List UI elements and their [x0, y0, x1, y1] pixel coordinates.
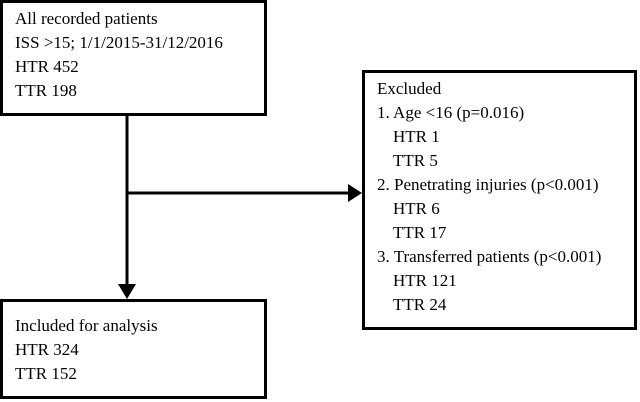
excluded-group-label: 1. Age <16 (p=0.016)	[377, 103, 525, 122]
included-line-title: Included for analysis	[15, 316, 158, 335]
excluded-box: Excluded 1. Age <16 (p=0.016) HTR 1 TTR …	[362, 70, 637, 330]
excluded-group-label: 2. Penetrating injuries (p<0.001)	[377, 175, 599, 194]
start-line-title: All recorded patients	[15, 9, 158, 28]
excluded-group-htr: HTR 121	[393, 271, 457, 290]
excluded-group-ttr: TTR 5	[393, 151, 438, 170]
included-line-ttr: TTR 152	[15, 364, 77, 383]
excluded-group-ttr: TTR 17	[393, 223, 447, 242]
excluded-group-ttr: TTR 24	[393, 295, 447, 314]
start-line-htr: HTR 452	[15, 57, 79, 76]
arrowhead-right	[348, 184, 362, 202]
excluded-group-htr: HTR 6	[393, 199, 440, 218]
excluded-group-htr: HTR 1	[393, 127, 440, 146]
excluded-group-label: 3. Transferred patients (p<0.001)	[377, 247, 602, 266]
start-line-ttr: TTR 198	[15, 81, 77, 100]
included-line-htr: HTR 324	[15, 340, 79, 359]
arrowhead-down	[118, 284, 136, 299]
excluded-title: Excluded	[377, 79, 442, 98]
all-patients-box: All recorded patients ISS >15; 1/1/2015-…	[0, 0, 267, 116]
start-line-criteria: ISS >15; 1/1/2015-31/12/2016	[15, 33, 223, 52]
included-box: Included for analysis HTR 324 TTR 152	[0, 299, 267, 399]
